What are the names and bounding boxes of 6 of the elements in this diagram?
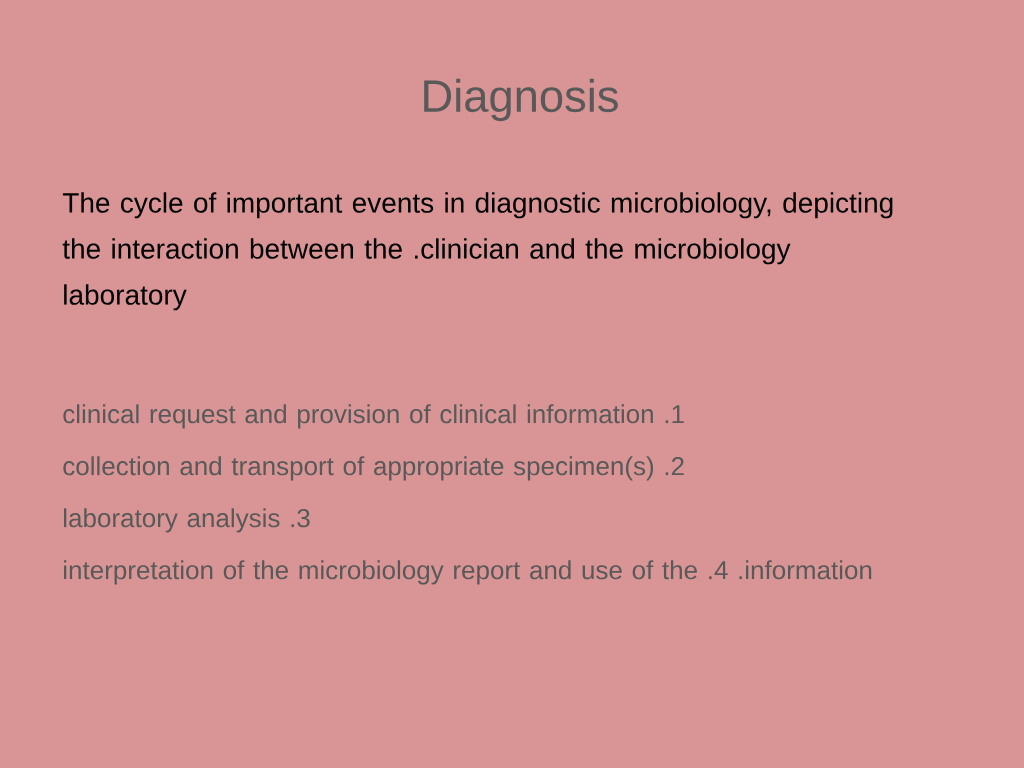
paragraph: The cycle of important events in diagnostic microbiology, depicting the interaction between the .clinician and the microbiology laboratory — [62, 192, 893, 311]
list-item: clinical request and provision of clinical information .1 — [63, 404, 684, 429]
slide-title: Diagnosis — [424, 78, 618, 122]
list-item: interpretation of the microbiology report and use of the .4 .information — [64, 560, 872, 585]
list-item: laboratory analysis .3 — [64, 508, 310, 533]
list-item: collection and transport of appropriate specimen(s) .2 — [63, 456, 684, 481]
